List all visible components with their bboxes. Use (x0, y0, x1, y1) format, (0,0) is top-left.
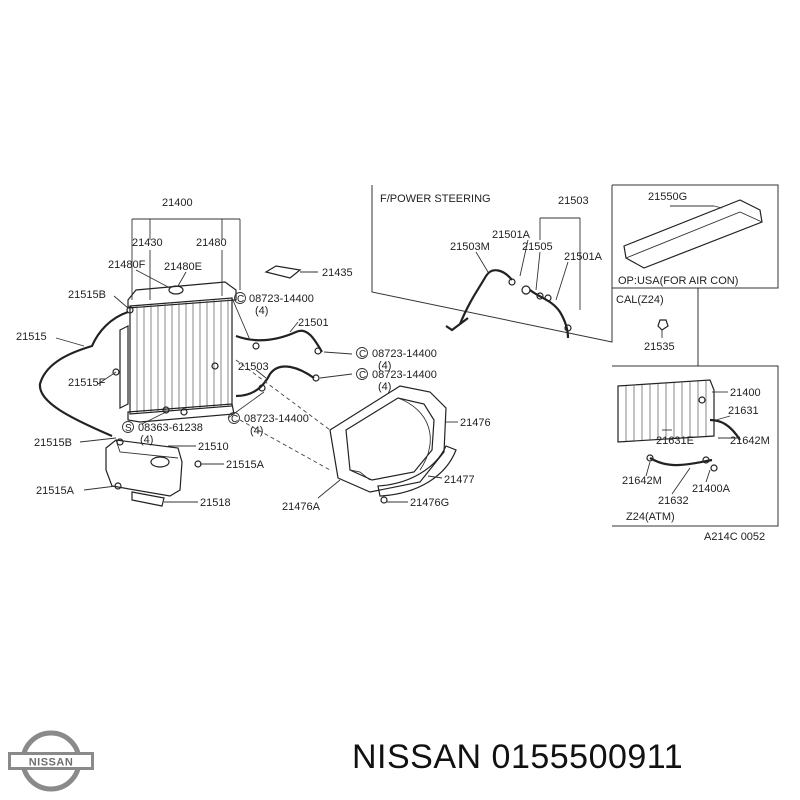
overflow-hose (38, 310, 129, 438)
reference-code: A214C 0052 (704, 531, 765, 543)
brand-caption: NISSAN 0155500911 (352, 738, 684, 776)
z-label-21642M-b: 21642M (622, 475, 662, 487)
label-21480F: 21480F (108, 259, 146, 271)
label-21535: 21535 (644, 341, 675, 353)
label-21515A-right: 21515A (226, 459, 265, 471)
label-21503: 21503 (238, 361, 269, 373)
z24-section (612, 365, 779, 527)
label-08363-61238: 08363-61238 (138, 422, 203, 434)
circle-s: S (125, 423, 132, 434)
ps-label-21501A-b: 21501A (564, 251, 603, 263)
op-usa-note: OP:USA(FOR AIR CON) (618, 275, 738, 287)
fan-shroud (329, 385, 457, 504)
label-21510: 21510 (198, 441, 229, 453)
ps-label-21503: 21503 (558, 195, 589, 207)
label-21515B-bottom: 21515B (34, 437, 72, 449)
label-08723-14400-1: 08723-14400 (249, 293, 314, 305)
nissan-logo: NISSAN (8, 730, 94, 792)
cal-title: CAL(Z24) (616, 294, 664, 306)
label-21476A: 21476A (282, 501, 321, 513)
ps-label-21501A-a: 21501A (492, 229, 531, 241)
z24-title: Z24(ATM) (626, 511, 675, 523)
z-label-21631: 21631 (728, 405, 759, 417)
radiator-core (112, 281, 237, 423)
label-21476G: 21476G (410, 497, 449, 509)
circle-c-4: C (231, 414, 238, 425)
power-steering-section (371, 185, 613, 343)
ps-label-21505: 21505 (522, 241, 553, 253)
label-21477: 21477 (444, 474, 475, 486)
label-21430: 21430 (132, 237, 163, 249)
label-21435: 21435 (322, 267, 353, 279)
label-21518: 21518 (200, 497, 231, 509)
label-08723-14400-4: 08723-14400 (244, 413, 309, 425)
label-08723-qty-3: (4) (378, 381, 391, 393)
label-08723-qty-1: (4) (255, 305, 268, 317)
air-con-section (612, 184, 779, 289)
label-08723-qty-2: (4) (378, 360, 391, 372)
reservoir-tank (105, 438, 202, 507)
label-21515A-left: 21515A (36, 485, 75, 497)
label-21550G: 21550G (648, 191, 687, 203)
part-labels: 21400 21430 21480 21480F 21480E 21435 21… (16, 191, 770, 543)
label-plate (264, 265, 302, 279)
label-21480: 21480 (196, 237, 227, 249)
z-label-21400A: 21400A (692, 483, 731, 495)
label-21480E: 21480E (164, 261, 202, 273)
z-label-21631E: 21631E (656, 435, 694, 447)
label-08723-qty-4: (4) (250, 425, 263, 437)
logo-text: NISSAN (29, 757, 74, 769)
lower-hose (235, 365, 315, 398)
label-21400: 21400 (162, 197, 193, 209)
label-21515F: 21515F (68, 377, 106, 389)
label-08723-14400-2: 08723-14400 (372, 348, 437, 360)
circle-c-2: C (359, 349, 366, 360)
circle-c-1: C (237, 294, 244, 305)
ps-title: F/POWER STEERING (380, 193, 491, 205)
label-08723-14400-3: 08723-14400 (372, 369, 437, 381)
circle-c-3: C (359, 370, 366, 381)
label-08363-qty: (4) (140, 434, 153, 446)
z-label-21632: 21632 (658, 495, 689, 507)
upper-hose (235, 329, 323, 353)
label-21515: 21515 (16, 331, 47, 343)
z-label-21400: 21400 (730, 387, 761, 399)
label-21515B-top: 21515B (68, 289, 106, 301)
leader-lines (55, 218, 458, 503)
z-label-21642M-a: 21642M (730, 435, 770, 447)
label-21476: 21476 (460, 417, 491, 429)
ps-label-21503M: 21503M (450, 241, 490, 253)
label-21501: 21501 (298, 317, 329, 329)
